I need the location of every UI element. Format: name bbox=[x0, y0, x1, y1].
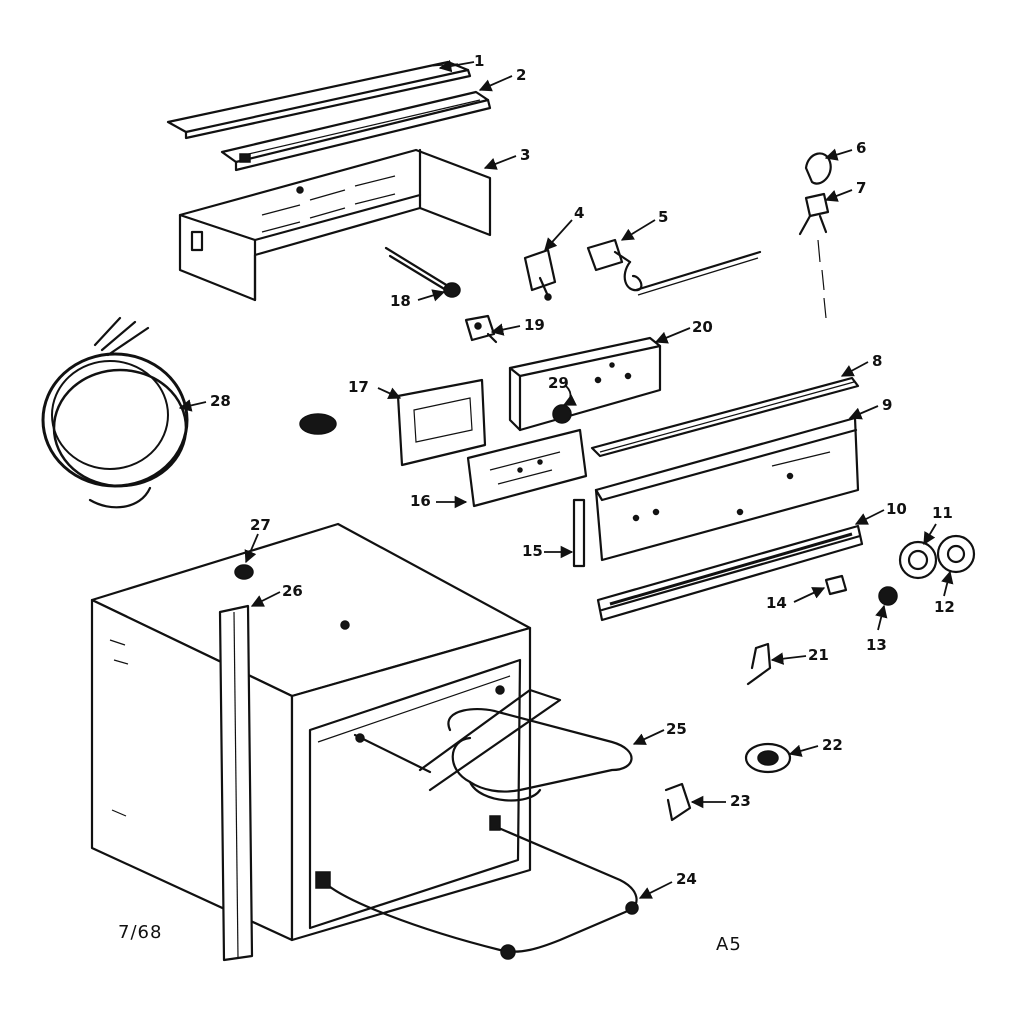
callout-18: 18 bbox=[390, 292, 411, 310]
callout-9: 9 bbox=[882, 396, 892, 414]
part-10-lower-trim bbox=[596, 524, 864, 622]
part-19-clip bbox=[464, 314, 498, 344]
part-14-small-part bbox=[824, 574, 848, 596]
part-18-probe bbox=[384, 246, 461, 298]
callout-7: 7 bbox=[856, 179, 866, 197]
callout-11: 11 bbox=[932, 504, 953, 522]
part-12-knob bbox=[936, 534, 976, 574]
part-11-knob bbox=[898, 540, 938, 580]
callout-24: 24 bbox=[676, 870, 697, 888]
callout-21: 21 bbox=[808, 646, 829, 664]
part-9-front-panel bbox=[594, 416, 860, 562]
part-22-socket bbox=[744, 742, 792, 774]
part-3-top-bracket bbox=[178, 148, 492, 302]
callout-29: 29 bbox=[548, 374, 569, 392]
part-25-broil-element bbox=[353, 685, 633, 802]
part-5-thermostat bbox=[586, 238, 762, 296]
part-20-control-plate bbox=[508, 336, 662, 432]
callout-19: 19 bbox=[524, 316, 545, 334]
part-26-side-trim bbox=[218, 604, 254, 962]
callout-25: 25 bbox=[666, 720, 687, 738]
part-15-rod bbox=[572, 498, 586, 568]
callout-labels: 1 2 3 4 5 6 7 8 9 10 11 12 13 14 15 16 1… bbox=[210, 52, 955, 888]
part-8-strip bbox=[590, 376, 860, 458]
callout-15: 15 bbox=[522, 542, 543, 560]
callout-13: 13 bbox=[866, 636, 887, 654]
part-13-knob bbox=[878, 586, 898, 606]
callout-2: 2 bbox=[516, 66, 526, 84]
part-24-bake-element bbox=[315, 815, 639, 960]
part-21-clip bbox=[746, 642, 772, 686]
part-28-wiring-harness bbox=[41, 316, 189, 509]
callout-14: 14 bbox=[766, 594, 787, 612]
callout-17: 17 bbox=[348, 378, 369, 396]
callout-1: 1 bbox=[474, 52, 484, 70]
part-2-channel bbox=[220, 90, 492, 172]
callout-6: 6 bbox=[856, 139, 866, 157]
footer-code-left: 7/68 bbox=[118, 922, 162, 943]
part-17-plate bbox=[396, 378, 487, 467]
callout-4: 4 bbox=[574, 204, 584, 222]
callout-23: 23 bbox=[730, 792, 751, 810]
part-29-small-knob bbox=[552, 404, 572, 424]
part-4-switch bbox=[523, 248, 557, 301]
callout-5: 5 bbox=[658, 208, 668, 226]
callout-27: 27 bbox=[250, 516, 271, 534]
callout-28: 28 bbox=[210, 392, 231, 410]
callout-8: 8 bbox=[872, 352, 882, 370]
oven-body bbox=[90, 522, 532, 942]
footer-code-right: A5 bbox=[716, 934, 742, 955]
part-1-top-trim bbox=[166, 60, 472, 140]
part-23-clip bbox=[664, 782, 692, 822]
callout-10: 10 bbox=[886, 500, 907, 518]
callout-20: 20 bbox=[692, 318, 713, 336]
part-7-valve bbox=[798, 192, 830, 319]
part-16-panel bbox=[466, 428, 588, 508]
callout-12: 12 bbox=[934, 598, 955, 616]
leader-lines bbox=[178, 59, 954, 899]
insulation-piece bbox=[299, 413, 337, 435]
callout-26: 26 bbox=[282, 582, 303, 600]
part-6-knob bbox=[804, 152, 832, 185]
part-27-plug bbox=[234, 564, 254, 580]
callout-3: 3 bbox=[520, 146, 530, 164]
callout-16: 16 bbox=[410, 492, 431, 510]
callout-22: 22 bbox=[822, 736, 843, 754]
